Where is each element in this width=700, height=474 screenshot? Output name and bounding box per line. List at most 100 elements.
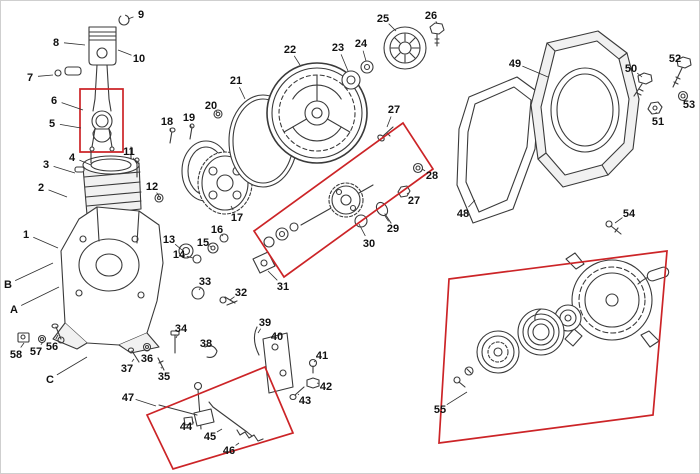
part-callout-42: 42 xyxy=(320,381,332,393)
leader-line-18 xyxy=(169,128,172,132)
leader-line-48 xyxy=(468,199,476,208)
washer-57 xyxy=(37,334,47,344)
highlight-box-governor xyxy=(145,365,295,471)
part-callout-27: 27 xyxy=(388,104,400,116)
part-callout-47: 47 xyxy=(122,392,134,404)
magneto-parts xyxy=(341,60,374,90)
leader-line-1 xyxy=(33,236,59,249)
small-fasteners-right xyxy=(289,358,320,401)
part-callout-3: 3 xyxy=(43,159,49,171)
leader-line-29 xyxy=(384,215,389,222)
part-callout-20: 20 xyxy=(205,100,217,112)
bolt-50 xyxy=(633,72,653,97)
leader-line-14 xyxy=(186,255,194,259)
part-callout-16: 16 xyxy=(211,224,223,236)
part-callout-37: 37 xyxy=(121,363,133,375)
part-callout-50: 50 xyxy=(625,63,637,75)
fan-shroud xyxy=(530,30,640,188)
clamp-44 xyxy=(183,416,194,426)
rod-39 xyxy=(253,326,260,356)
part-callout-C: C xyxy=(46,374,54,386)
part-callout-31: 31 xyxy=(277,281,289,293)
leader-line-37 xyxy=(131,358,135,362)
starter-housing xyxy=(564,252,660,348)
part-callout-52: 52 xyxy=(669,53,681,65)
part-callout-11: 11 xyxy=(123,146,135,158)
leader-line-55 xyxy=(446,391,468,406)
leader-line-49 xyxy=(522,65,549,78)
part-callout-24: 24 xyxy=(355,38,368,50)
leader-line-21 xyxy=(239,87,246,100)
part-callout-5: 5 xyxy=(49,118,55,130)
part-callout-26: 26 xyxy=(425,10,437,22)
leader-line-47 xyxy=(135,399,157,407)
bolt-43 xyxy=(289,393,297,401)
part-callout-40: 40 xyxy=(271,331,283,343)
leader-line-27 xyxy=(386,116,392,128)
stud-35 xyxy=(157,357,165,371)
part-callout-33: 33 xyxy=(199,276,211,288)
leader-line-32 xyxy=(229,296,235,301)
nut-42 xyxy=(306,377,320,389)
part-callout-49: 49 xyxy=(509,58,521,70)
washer-36 xyxy=(142,342,152,352)
part-callout-18: 18 xyxy=(161,116,173,128)
leader-line-16 xyxy=(221,234,224,237)
leader-line-46 xyxy=(235,442,240,446)
leader-line-58 xyxy=(20,342,25,348)
governor-spring-46 xyxy=(236,429,264,442)
leader-line-25 xyxy=(388,23,397,32)
leader-line-7 xyxy=(37,74,54,77)
leader-line-2 xyxy=(48,189,68,198)
cam-gear xyxy=(328,182,364,218)
part-callout-21: 21 xyxy=(230,75,242,87)
part-callout-55: 55 xyxy=(434,404,446,416)
leader-line-50 xyxy=(636,72,643,78)
part-callout-54: 54 xyxy=(623,208,636,220)
piston-pin xyxy=(54,66,82,77)
part-callout-25: 25 xyxy=(377,13,389,25)
cylinder xyxy=(82,155,142,216)
cup-bolt-26 xyxy=(429,22,445,47)
part-callout-44: 44 xyxy=(180,421,193,433)
part-callout-27: 27 xyxy=(408,195,420,207)
part-callout-29: 29 xyxy=(387,223,399,235)
part-callout-53: 53 xyxy=(683,99,695,111)
starter-cup xyxy=(383,26,427,70)
part-callout-13: 13 xyxy=(163,234,175,246)
bracket-31 xyxy=(252,251,276,274)
part-callout-6: 6 xyxy=(51,95,57,107)
part-callout-38: 38 xyxy=(200,338,212,350)
leader-line-27 xyxy=(406,192,409,195)
starter-screws xyxy=(453,366,474,388)
part-callout-7: 7 xyxy=(27,72,33,84)
leader-line-45 xyxy=(216,428,223,433)
part-callout-36: 36 xyxy=(141,353,153,365)
part-callout-10: 10 xyxy=(133,53,145,65)
leader-line-17 xyxy=(230,205,234,211)
governor-linkage xyxy=(158,381,264,442)
piston xyxy=(88,26,117,66)
highlight-box-connecting-rod xyxy=(79,88,124,153)
part-callout-19: 19 xyxy=(183,112,195,124)
part-callout-39: 39 xyxy=(259,317,271,329)
leader-line-34 xyxy=(175,335,178,339)
studs-18-20 xyxy=(169,109,223,144)
part-callout-48: 48 xyxy=(457,208,469,220)
part-callout-56: 56 xyxy=(46,341,58,353)
bolt-34 xyxy=(170,330,180,336)
leader-line-6 xyxy=(61,102,84,111)
highlight-box-recoil-starter xyxy=(438,250,668,444)
drain-bolt-set xyxy=(17,323,62,344)
leader-line-4 xyxy=(79,159,92,166)
part-callout-B: B xyxy=(4,279,12,291)
leader-line-B xyxy=(15,262,54,281)
shroud-gasket xyxy=(456,76,540,224)
rope-sheave xyxy=(476,330,520,374)
part-callout-51: 51 xyxy=(652,116,664,128)
leader-line-23 xyxy=(340,54,349,72)
part-callout-12: 12 xyxy=(146,181,158,193)
part-callout-30: 30 xyxy=(363,238,375,250)
starter-handle xyxy=(637,266,670,285)
